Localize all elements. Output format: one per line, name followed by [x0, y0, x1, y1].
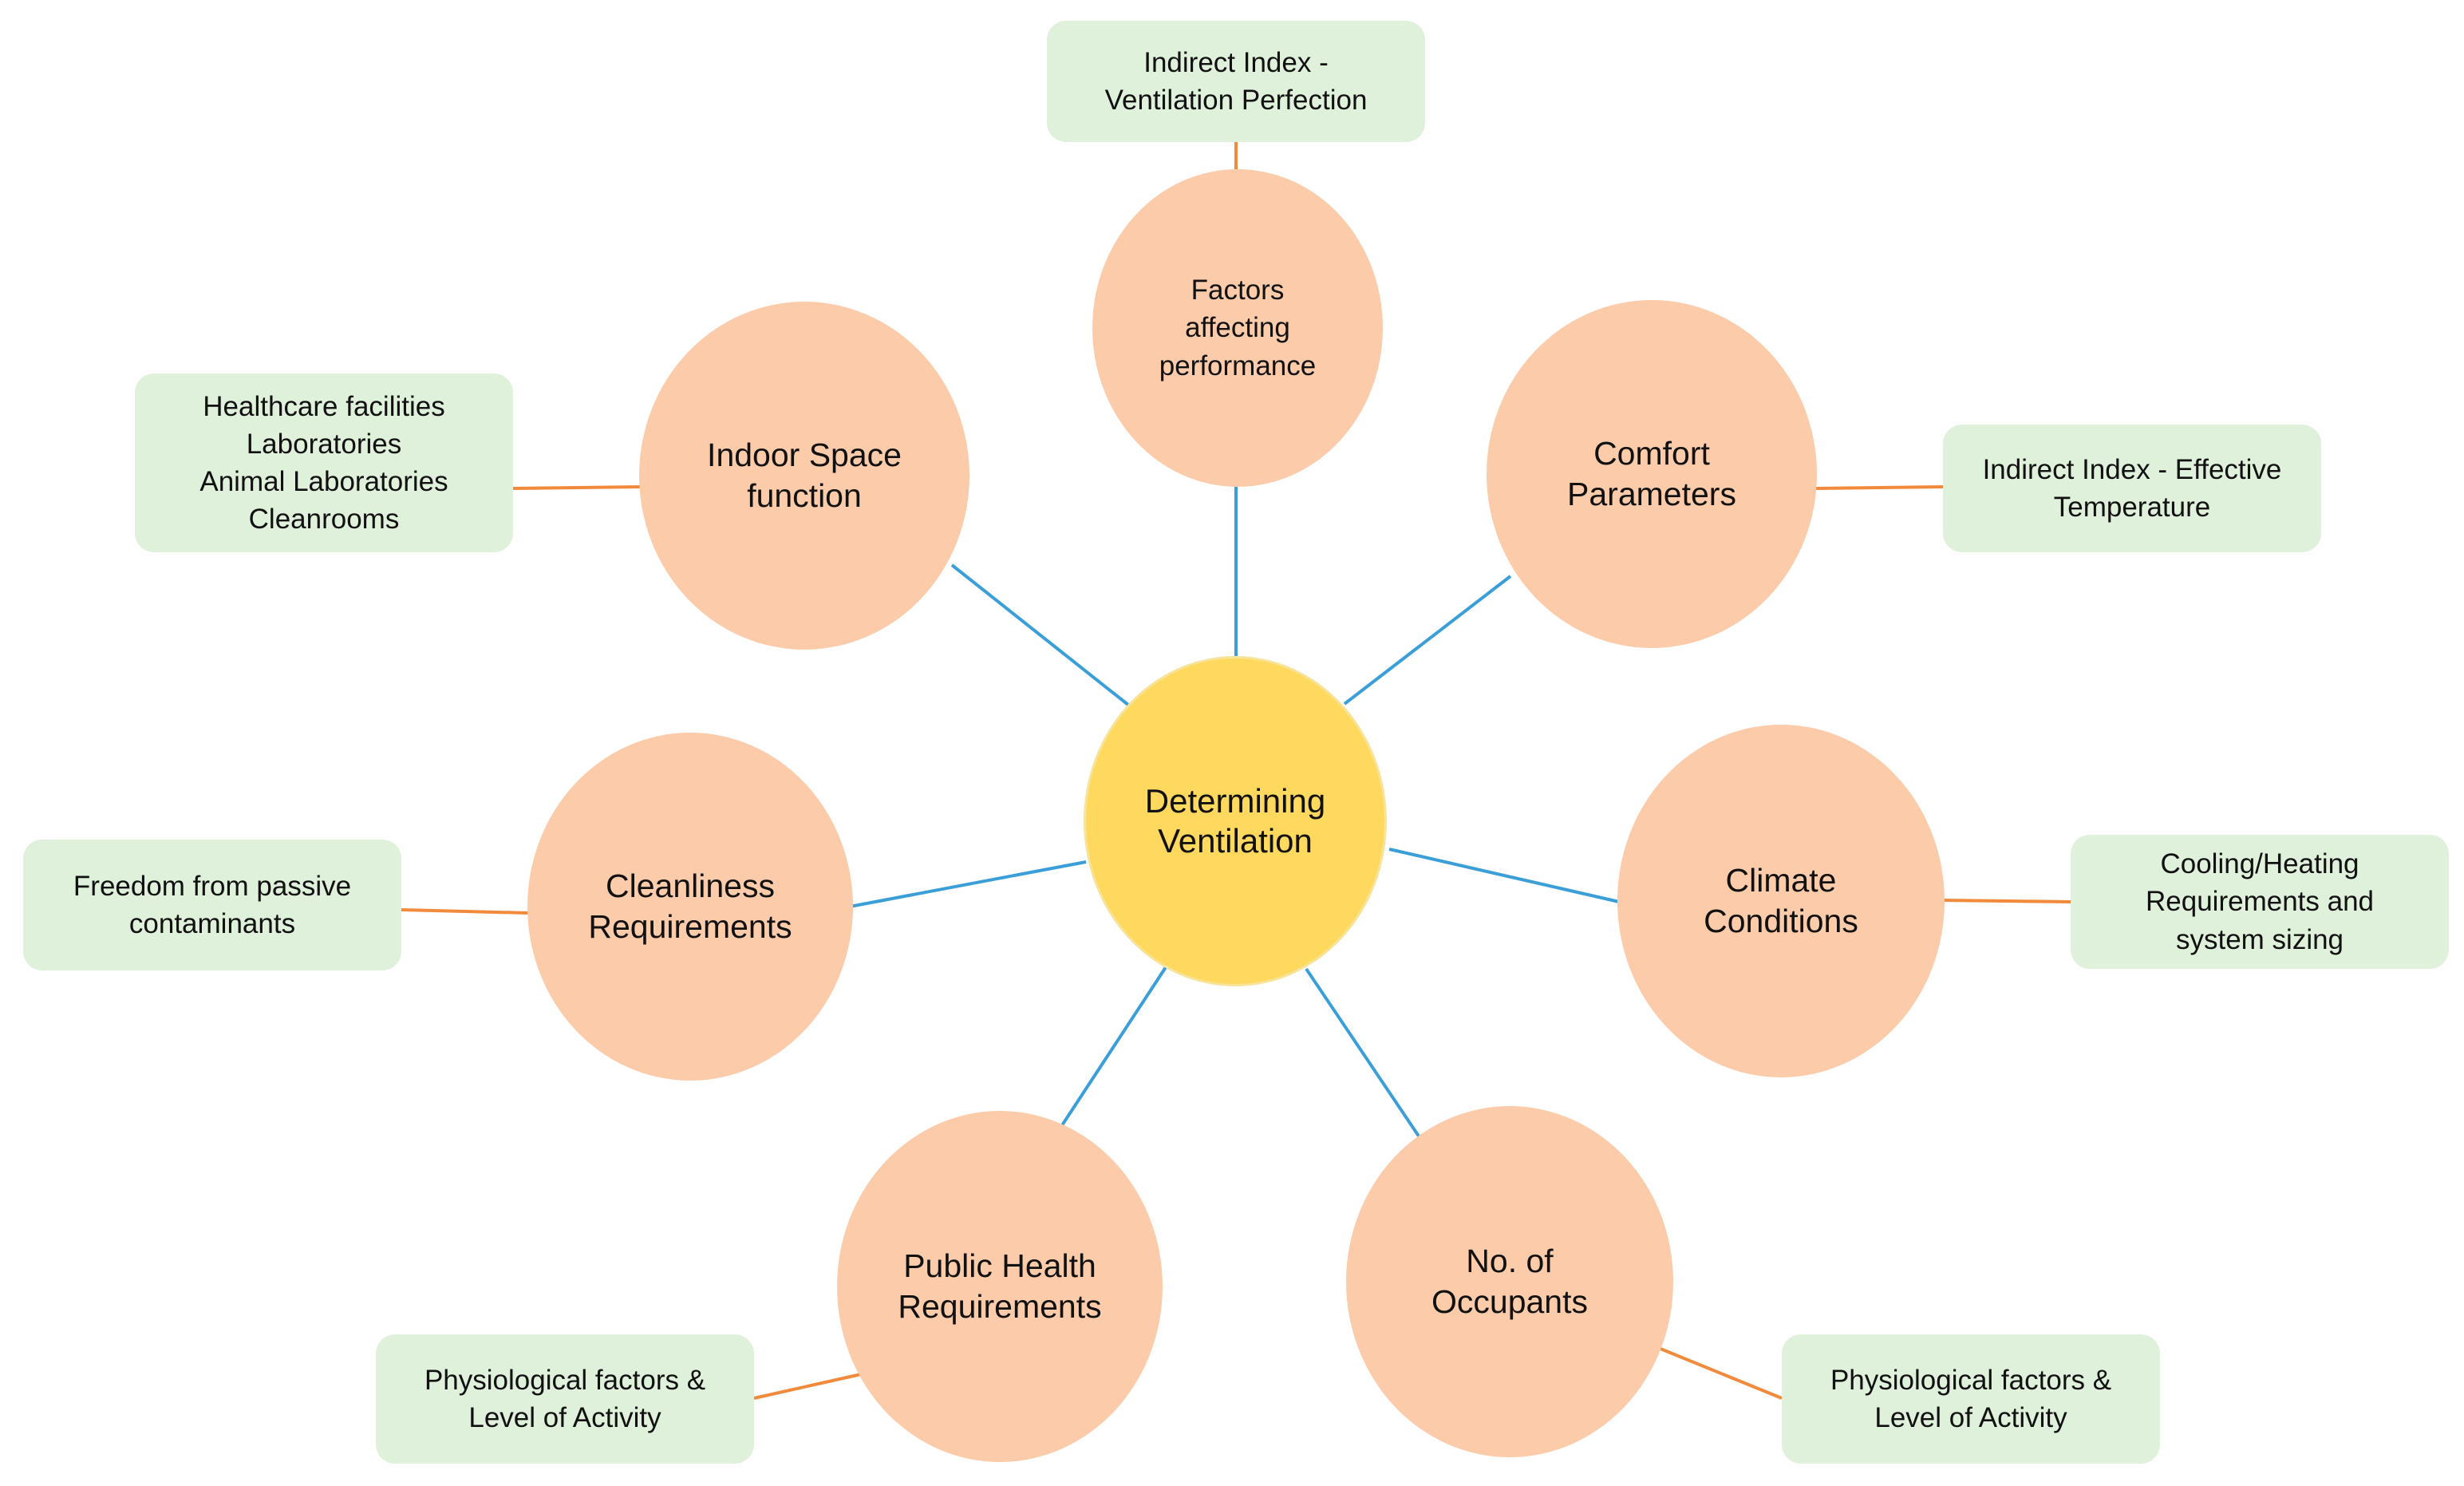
connector-center-climate: [1388, 848, 1620, 903]
connector-center-occupants: [1305, 967, 1423, 1141]
connector-center-comfort: [1343, 575, 1512, 705]
connector-center-indoor-space: [950, 563, 1131, 707]
connector-comfort-detail: [1814, 485, 1944, 490]
connector-center-public-health: [1060, 966, 1167, 1127]
factor-label: Factors affecting performance: [1159, 275, 1317, 381]
connector-center-cleanliness: [849, 860, 1087, 908]
factor-label: Indoor Space function: [707, 436, 902, 514]
factor-node-indoor-space-function: Indoor Space function: [639, 302, 969, 650]
connector-climate-detail: [1942, 899, 2071, 903]
connector-cleanliness-detail: [401, 908, 530, 915]
factor-node-climate-conditions: Climate Conditions: [1617, 725, 1945, 1077]
factor-label: Cleanliness Requirements: [588, 867, 792, 945]
center-node-label: Determining Ventilation: [1144, 781, 1326, 860]
detail-box-passive-contaminants: Freedom from passive contaminants: [23, 840, 401, 970]
detail-label: Cooling/Heating Requirements and system …: [2146, 848, 2374, 955]
detail-box-ventilation-perfection: Indirect Index - Ventilation Perfection: [1047, 21, 1425, 142]
factor-node-public-health-requirements: Public Health Requirements: [837, 1111, 1163, 1462]
factor-node-cleanliness-requirements: Cleanliness Requirements: [527, 733, 853, 1081]
factor-label: Comfort Parameters: [1567, 434, 1736, 512]
factor-label: Public Health Requirements: [898, 1247, 1102, 1325]
detail-label: Healthcare facilities Laboratories Anima…: [199, 390, 448, 536]
factor-node-factors-affecting-performance: Factors affecting performance: [1092, 169, 1383, 487]
detail-label: Freedom from passive contaminants: [73, 870, 352, 939]
connector-occupants-detail: [1660, 1347, 1783, 1400]
detail-box-physiological-factors-public-health: Physiological factors & Level of Activit…: [376, 1334, 754, 1464]
connector-indoor-space-detail: [512, 485, 642, 490]
detail-box-effective-temperature: Indirect Index - Effective Temperature: [1943, 425, 2321, 552]
detail-label: Physiological factors & Level of Activit…: [424, 1364, 706, 1433]
detail-box-indoor-space-examples: Healthcare facilities Laboratories Anima…: [135, 373, 513, 552]
detail-label: Physiological factors & Level of Activit…: [1830, 1364, 2112, 1433]
detail-label: Indirect Index - Effective Temperature: [1982, 453, 2282, 523]
factor-label: Climate Conditions: [1704, 861, 1858, 939]
detail-box-system-sizing: Cooling/Heating Requirements and system …: [2071, 835, 2449, 969]
factor-node-no-of-occupants: No. of Occupants: [1346, 1106, 1673, 1457]
center-node-determining-ventilation: Determining Ventilation: [1084, 656, 1387, 986]
detail-label: Indirect Index - Ventilation Perfection: [1104, 46, 1368, 116]
detail-box-physiological-factors-occupants: Physiological factors & Level of Activit…: [1782, 1334, 2160, 1464]
factor-node-comfort-parameters: Comfort Parameters: [1487, 300, 1817, 648]
connector-public-health-detail: [753, 1373, 862, 1400]
factor-label: No. of Occupants: [1431, 1242, 1588, 1320]
